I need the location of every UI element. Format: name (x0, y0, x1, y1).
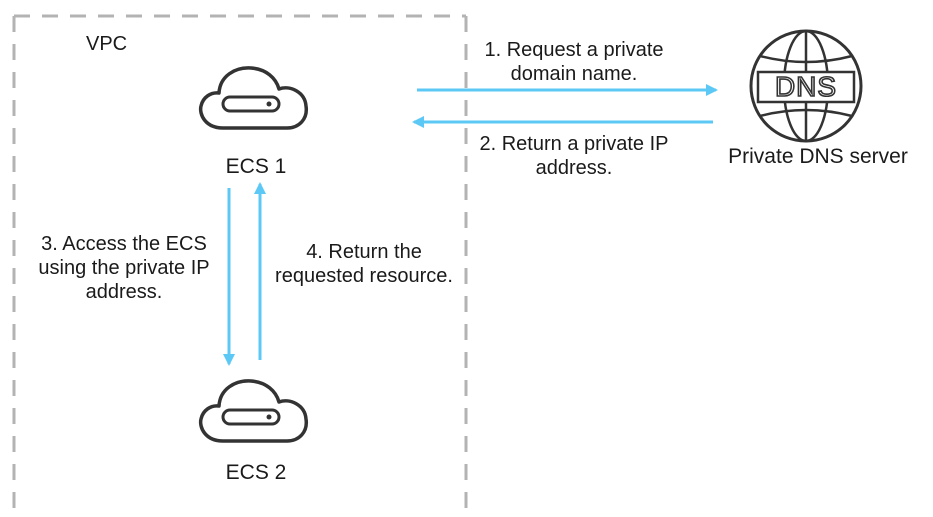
cloud-server-icon (198, 379, 308, 443)
dns-globe-icon: DNS (749, 29, 863, 143)
step1-label: 1. Request a private domain name. (466, 38, 682, 86)
step4-line1: 4. Return the (306, 241, 422, 263)
step4-line2: requested resource. (275, 265, 453, 287)
step2-line2: address. (535, 157, 613, 179)
dns-server-label: Private DNS server (728, 145, 908, 168)
step3-line1: 3. Access the ECS (41, 233, 207, 255)
step2-label: 2. Return a private IP address. (466, 132, 682, 180)
vpc-boundary (12, 14, 468, 517)
step3-line2: using the private IP (38, 257, 210, 279)
step3-label: 3. Access the ECS using the private IP a… (24, 232, 224, 304)
cloud-server-icon (198, 66, 308, 130)
vpc-label: VPC (86, 33, 128, 55)
step2-line1: 2. Return a private IP (479, 133, 669, 155)
step1-line1: 1. Request a private (484, 39, 664, 61)
step3-line3: address. (85, 281, 163, 303)
step1-line2: domain name. (510, 63, 638, 85)
ecs2-label: ECS 2 (225, 461, 287, 484)
step4-label: 4. Return the requested resource. (264, 240, 464, 288)
ecs1-label: ECS 1 (225, 155, 287, 178)
dns-icon-text: DNS (775, 71, 837, 102)
